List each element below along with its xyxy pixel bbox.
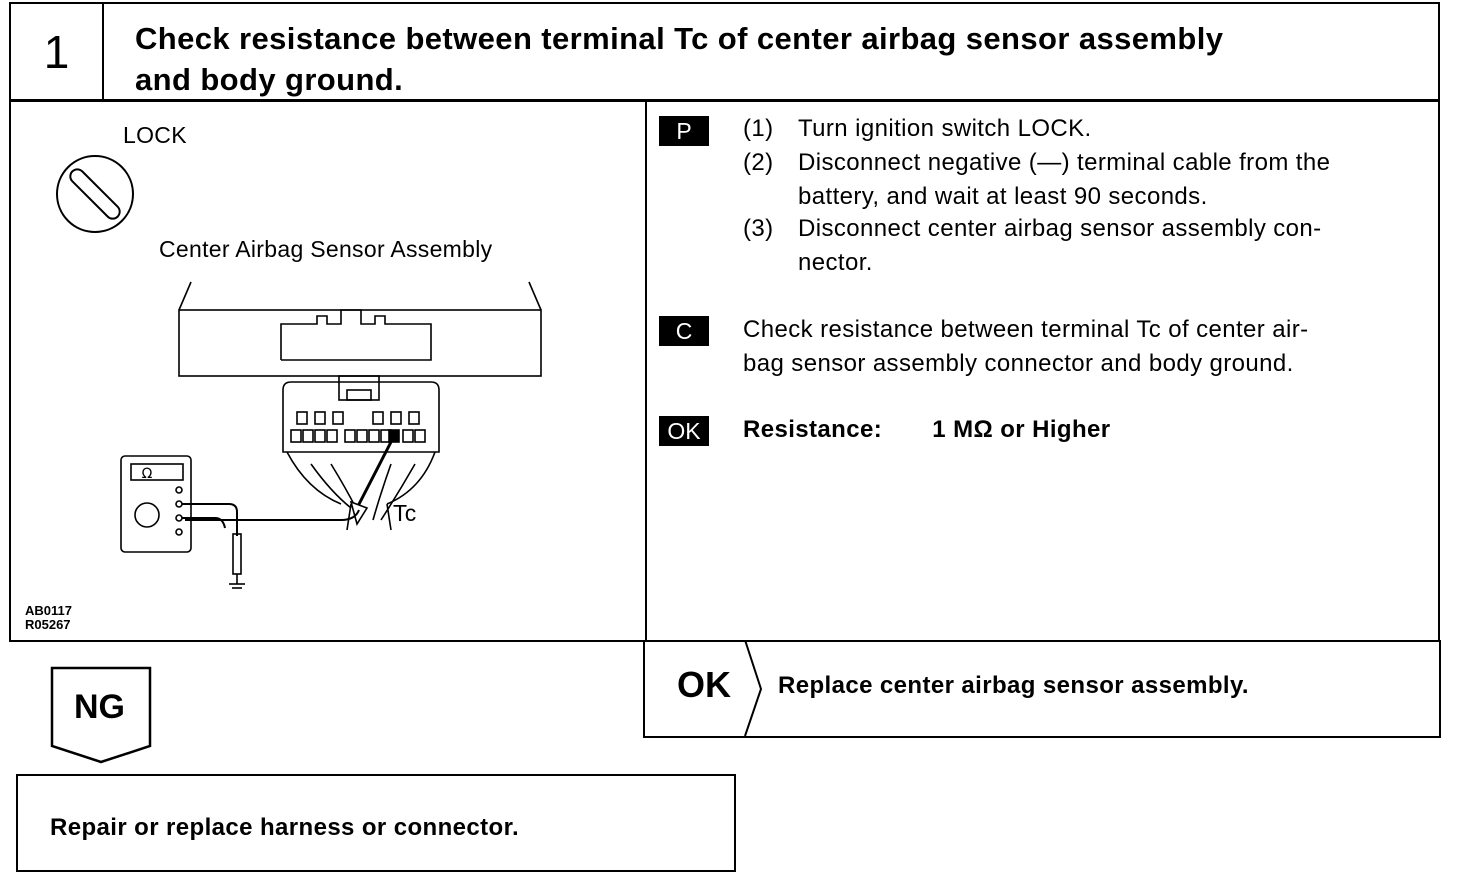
ignition-key-icon — [56, 155, 134, 233]
prep-badge: P — [659, 116, 709, 146]
step-title-line-2: and body ground. — [135, 62, 404, 97]
check-instruction: Check resistance between terminal Tc of … — [743, 316, 1309, 377]
resistance-spec: Resistance: 1 MΩ or Higher — [743, 413, 1111, 447]
illustration-drawing: Ω — [56, 155, 542, 589]
lock-label: LOCK — [123, 122, 187, 148]
ok-arrow-divider — [744, 640, 763, 737]
prep-step-3: (3) Disconnect center airbag sensor asse… — [743, 212, 1433, 280]
spec-value: 1 MΩ or Higher — [932, 416, 1111, 443]
wiring-illustration: Ω LOCK Center Airbag Sensor Assembly Tc … — [11, 100, 645, 640]
step-header: 1 Check resistance between terminal Tc o… — [9, 2, 1440, 102]
step-text: Turn ignition switch LOCK. — [798, 115, 1092, 142]
prep-steps: (1) Turn ignition switch LOCK. (2) Disco… — [743, 112, 1433, 280]
sensor-assembly-body — [178, 281, 542, 377]
step-number-label: (1) — [743, 115, 774, 142]
step-number-label: (2) — [743, 149, 774, 176]
prep-step-2: (2) Disconnect negative (—) terminal cab… — [743, 146, 1433, 214]
step-number: 1 — [11, 4, 104, 99]
ng-action: Repair or replace harness or connector. — [50, 814, 520, 841]
spec-label: Resistance: — [743, 416, 883, 443]
step-number-label: (3) — [743, 215, 774, 242]
ohmmeter-icon — [120, 455, 245, 589]
check-badge: C — [659, 316, 709, 346]
step-text: Disconnect center airbag sensor assembly… — [798, 215, 1322, 276]
step-title-line-1: Check resistance between terminal Tc of … — [135, 21, 1224, 56]
step-title: Check resistance between terminal Tc of … — [135, 18, 1415, 100]
assembly-label: Center Airbag Sensor Assembly — [159, 236, 493, 262]
figure-codes: AB0117 R05267 — [25, 604, 72, 632]
probe-lead — [185, 441, 393, 526]
ng-label: NG — [74, 688, 125, 726]
step-text: Disconnect negative (—) terminal cable f… — [798, 149, 1331, 210]
ng-flag-shape — [50, 666, 152, 764]
ok-label: OK — [677, 664, 731, 705]
procedure-body: Ω LOCK Center Airbag Sensor Assembly Tc … — [9, 100, 1440, 642]
ok-spec-badge: OK — [659, 416, 709, 446]
prep-step-1: (1) Turn ignition switch LOCK. — [743, 112, 1433, 146]
terminal-tc-label: Tc — [393, 500, 417, 526]
figure-code: AB0117 — [25, 603, 72, 618]
column-divider — [645, 100, 647, 640]
figure-code: R05267 — [25, 617, 71, 632]
ng-result-box: Repair or replace harness or connector. — [16, 774, 736, 872]
ohm-symbol: Ω — [142, 466, 153, 482]
ok-action: Replace center airbag sensor assembly. — [778, 672, 1249, 699]
ok-result-box: OK Replace center airbag sensor assembly… — [643, 640, 1441, 738]
